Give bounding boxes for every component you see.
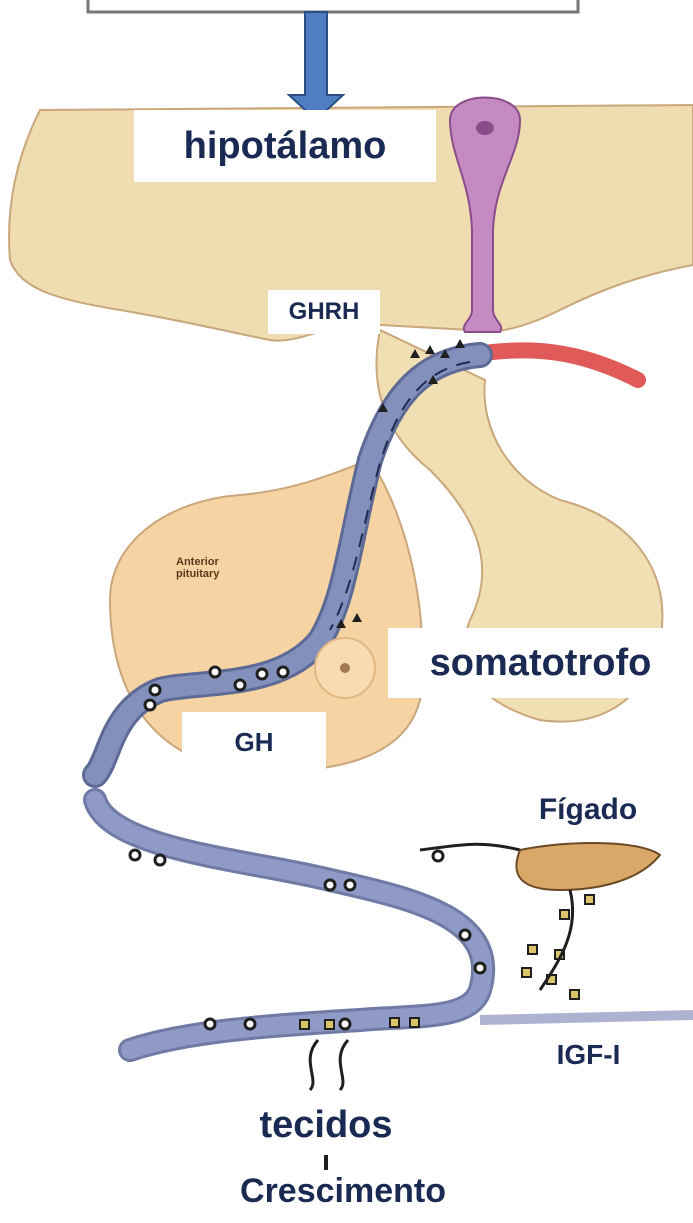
tissues-label: tecidos [212,1095,440,1155]
igf-label: IGF-I [484,1025,693,1085]
top-box-edge [88,0,578,12]
tissue-links [310,1040,348,1090]
somatotroph-nucleus [340,663,350,673]
artery [470,350,638,380]
neuron-nucleus [476,121,494,135]
gh-label: GH [182,712,326,772]
growth-label: Crescimento [218,1172,468,1211]
somatotroph-label: somatotrofo [388,628,693,698]
hypothalamus-label: hipotálamo [134,110,436,182]
down-arrow [289,12,343,120]
anterior-pituitary-label: Anterior pituitary [176,556,219,580]
liver [516,843,660,890]
liver-label: Fígado [516,782,660,838]
ghrh-label: GHRH [268,290,380,334]
